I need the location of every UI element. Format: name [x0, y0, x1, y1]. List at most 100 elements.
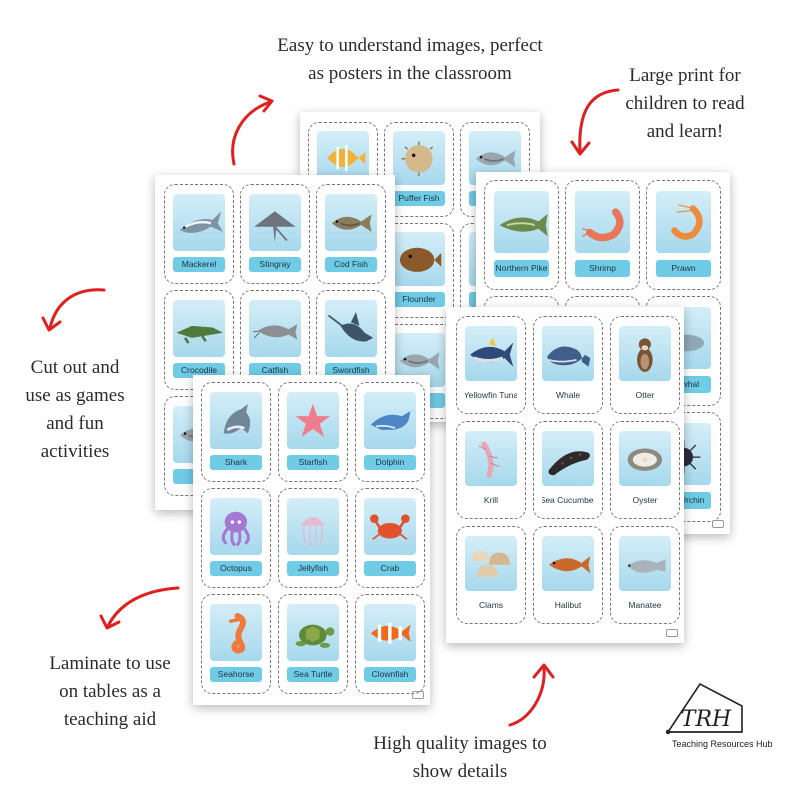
clams-icon [472, 550, 510, 577]
flashcard: Dolphin [355, 382, 425, 482]
flashcard: Starfish [278, 382, 348, 482]
flashcard-label: Crab [364, 560, 416, 577]
flashcard-label: Halibut [554, 599, 582, 610]
flashcard: Otter [610, 316, 680, 414]
caption-line: Cut out and [30, 357, 120, 378]
fish-icon [400, 352, 440, 370]
caption-line: Easy to understand images, perfect [277, 35, 543, 56]
flashcard-label: Sea Turtle [287, 666, 339, 683]
flashcard-label: Prawn [655, 259, 712, 278]
flashcard-picture [325, 193, 377, 251]
flashcard-picture [542, 535, 594, 592]
flashcard-picture [249, 299, 301, 357]
caption-line: teaching aid [63, 709, 157, 730]
cod-icon [332, 214, 372, 232]
flashcard-label: Crocodile [173, 362, 225, 379]
clownfish-icon [371, 622, 411, 644]
flashcard: Jellyfish [278, 488, 348, 588]
flashcard-picture [173, 299, 225, 357]
stingray-icon [254, 211, 296, 243]
flashcard-picture [619, 430, 671, 487]
caption-line: show details [412, 761, 508, 782]
flashcard: Halibut [533, 526, 603, 624]
caption-line: Large print for [629, 65, 741, 86]
flashcard: Stingray [240, 184, 310, 284]
flashcard: Krill [456, 421, 526, 519]
puffer-icon [401, 141, 434, 177]
caption-left: Cut out and use as games and fun activit… [10, 354, 140, 466]
caption-top: Easy to understand images, perfect as po… [240, 32, 580, 88]
flashcard: Octopus [201, 488, 271, 588]
flashcard-picture [493, 190, 550, 254]
flashcard-label: Shark [210, 454, 262, 471]
caption-line: as posters in the classroom [308, 63, 512, 84]
flashcard-picture [364, 603, 416, 661]
flashcard: Sea Cucumber [533, 421, 603, 519]
flashcard: Clams [456, 526, 526, 624]
flashcard-label: Cod Fish [325, 256, 377, 273]
flashcard-label: Puffer Fish [393, 190, 445, 206]
flashcard-label: Otter [635, 389, 655, 400]
flashcard-picture [465, 325, 517, 382]
flashcard-label: Clownfish [364, 666, 416, 683]
caption-line: Laminate to use [49, 653, 171, 674]
flashcard-label: Octopus [210, 560, 262, 577]
sheet-logo-icon [712, 520, 724, 528]
tuna-icon [470, 337, 514, 367]
jellyfish-icon [300, 516, 326, 547]
flounder-icon [400, 248, 442, 273]
prawn-icon [671, 203, 703, 240]
flashcard-label: Starfish [287, 454, 339, 471]
flashcard-picture [249, 193, 301, 251]
flashcard-label: Oyster [632, 494, 658, 505]
flashcard-picture [465, 430, 517, 487]
arrow-icon [508, 663, 555, 727]
manatee-icon [627, 559, 666, 573]
flashcard-picture [542, 430, 594, 487]
sheet-logo-icon [666, 629, 678, 637]
swordfish-icon [328, 311, 374, 342]
halibut-icon [549, 555, 591, 573]
sheet-logo-icon [412, 691, 424, 699]
flashcard-label: Whale [555, 389, 581, 400]
caption-top-right: Large print for children to read and lea… [600, 62, 770, 146]
flashcard-label: Seahorse [210, 666, 262, 683]
flashcard: Crab [355, 488, 425, 588]
arrow-icon [570, 88, 620, 156]
flashcard-picture [619, 325, 671, 382]
flashcard-label: Krill [483, 494, 499, 505]
krill-icon [478, 441, 500, 478]
catfish-icon [253, 323, 298, 340]
flashcard-picture [287, 391, 339, 449]
flashcard: Mackerel [164, 184, 234, 284]
flashcard: Shark [201, 382, 271, 482]
pike-icon [499, 213, 548, 236]
flashcard-picture [364, 497, 416, 555]
flashcard-label: Shrimp [574, 259, 631, 278]
crocodile-icon [176, 325, 224, 344]
flashcard-label: Sea Cucumber [542, 494, 594, 505]
seahorse-icon [229, 612, 247, 654]
caption-line: activities [40, 441, 110, 462]
octopus-icon [221, 511, 251, 546]
mackerel-icon [180, 211, 224, 233]
caption-line: and fun [46, 413, 104, 434]
flashcard-label: Dolphin [364, 454, 416, 471]
flashcard-label: Flounder [393, 291, 445, 307]
flashcard: Puffer Fish [384, 122, 454, 217]
flashcard: Catfish [240, 290, 310, 390]
flashcard: Manatee [610, 526, 680, 624]
teaching-resources-hub-logo-icon: TRH [665, 682, 743, 735]
flashcard-label: Northern Pike [493, 259, 550, 278]
flashcard: Sea Turtle [278, 594, 348, 694]
flashcard: Swordfish [316, 290, 386, 390]
caption-line: High quality images to [373, 733, 547, 754]
crab-icon [370, 514, 410, 540]
caption-bottom-left: Laminate to use on tables as a teaching … [20, 650, 200, 734]
flashcard-picture [325, 299, 377, 357]
otter-icon [637, 337, 653, 372]
flashcard-picture [465, 535, 517, 592]
flashcard-picture [210, 497, 262, 555]
turtle-icon [295, 624, 335, 648]
